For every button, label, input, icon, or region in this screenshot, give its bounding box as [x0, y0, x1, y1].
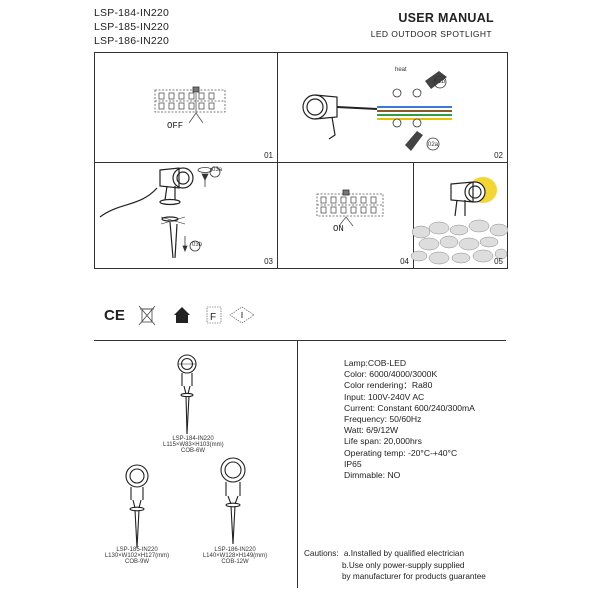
step-number: 04 — [400, 257, 409, 266]
model-3: LSP-186-IN220 — [94, 35, 169, 47]
caution-line-b: b.Use only power-supply supplied — [342, 561, 465, 570]
step-01: OFF 01 — [95, 53, 277, 162]
breaker-off-icon — [154, 86, 226, 124]
indoor-outdoor-house-icon — [174, 307, 190, 323]
section-divider-vertical — [297, 340, 298, 588]
grid-divider-v2 — [277, 162, 278, 268]
wiring-diagram — [302, 71, 452, 151]
spike-mount-diagram — [99, 166, 221, 259]
page-subtitle: LED OUTDOOR SPOTLIGHT — [370, 29, 492, 39]
step-05: 05 — [410, 162, 509, 268]
product-184-model: LSP-184-IN220 — [172, 436, 214, 442]
product-185-power: COB-9W — [125, 559, 149, 565]
step-number: 02 — [494, 151, 503, 160]
on-label: ON — [333, 224, 344, 234]
certification-row: CE F — [104, 303, 264, 329]
cautions-label: Cautions: — [304, 549, 339, 558]
caution-line-a: a.Installed by qualified electrician — [343, 549, 465, 558]
spec-frequency: Frequency: 50/60Hz — [344, 414, 422, 425]
svg-text:CE: CE — [104, 307, 125, 324]
model-list: LSP-184-IN220 LSP-185-IN220 LSP-186-IN22… — [94, 6, 169, 48]
step-03: 03a 03b 03 — [95, 162, 277, 268]
spec-life-span: Life span: 20,000hrs — [344, 436, 422, 447]
grid-divider-h — [95, 162, 507, 163]
lit-spotlight-diagram — [410, 177, 509, 265]
spec-current: Current: Constant 600/240/300mA — [344, 402, 475, 413]
installation-steps-grid: OFF 01 — [94, 52, 509, 269]
product-185-model: LSP-185-IN220 — [116, 547, 158, 553]
step-number: 03 — [264, 257, 273, 266]
spec-watt: Watt: 6/9/12W — [344, 425, 399, 436]
product-184-caption: LSP-184-IN220 L115×W83×H103(mm) COB-6W — [163, 436, 224, 454]
breaker-on-icon — [316, 189, 384, 227]
section-divider — [94, 340, 506, 341]
step-number: 01 — [264, 151, 273, 160]
ce-mark-icon: CE — [104, 307, 125, 324]
specifications-list: Lamp:COB-LED Color: 6000/4000/3000K Colo… — [344, 358, 475, 481]
product-186-caption: LSP-186-IN220 L140×W128×H149(mm) COB-12W — [200, 547, 270, 565]
grid-divider-v3 — [413, 162, 414, 268]
product-184-dims: L115×W83×H103(mm) — [163, 442, 224, 448]
product-186-power: COB-12W — [221, 559, 249, 565]
spec-color: Color: 6000/4000/3000K — [344, 369, 438, 380]
label-03b: 03b — [192, 242, 203, 248]
off-label: OFF — [167, 121, 184, 131]
label-02a: 02a — [428, 142, 439, 148]
heat-label: heat — [395, 67, 407, 73]
spec-ip-rating: IP65 — [344, 458, 362, 469]
spec-input: Input: 100V-240V AC — [344, 391, 425, 402]
model-2: LSP-185-IN220 — [94, 21, 169, 33]
f-mark-icon: F — [206, 306, 222, 324]
warning-triangle-icon — [229, 306, 255, 324]
product-drawings — [125, 354, 246, 549]
grid-divider-v1 — [277, 53, 278, 162]
page-title: USER MANUAL — [398, 11, 494, 25]
cautions-block: Cautions: a.Installed by qualified elect… — [304, 548, 464, 559]
spec-dimmable: Dimmable: NO — [344, 470, 401, 481]
spotlight-185-drawing — [125, 464, 149, 549]
spotlight-184-drawing — [177, 354, 197, 435]
weee-bin-icon — [138, 305, 156, 326]
label-02b: 02b — [435, 79, 446, 85]
product-186-dims: L140×W128×H149(mm) — [202, 553, 268, 559]
product-185-caption: LSP-185-IN220 L130×W102×H127(mm) COB-9W — [103, 547, 171, 565]
step-02: heat 02b 02a 02 — [277, 53, 507, 162]
product-186-model: LSP-186-IN220 — [214, 547, 256, 553]
step-number: 05 — [494, 257, 503, 266]
label-03a: 03a — [212, 167, 223, 173]
product-185-dims: L130×W102×H127(mm) — [104, 553, 170, 559]
spec-operating-temp: Operating temp: -20°C-+40°C — [344, 447, 458, 458]
step-04: ON 04 — [277, 162, 413, 268]
spotlight-186-drawing — [220, 457, 246, 545]
product-184-power: COB-6W — [181, 448, 205, 454]
svg-text:F: F — [210, 312, 216, 323]
spec-color-rendering: Color rendering：Ra80 — [344, 380, 433, 391]
caution-line-c: by manufacturer for products guarantee — [342, 572, 486, 581]
spec-lamp: Lamp:COB-LED — [344, 358, 407, 368]
model-1: LSP-184-IN220 — [94, 7, 169, 19]
